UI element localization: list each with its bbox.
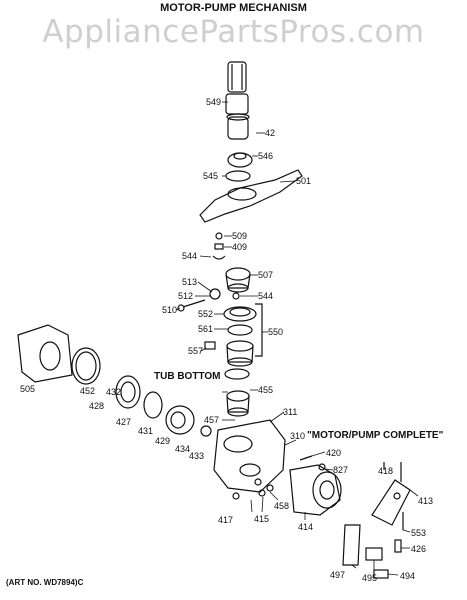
callout-455: 455 [258, 385, 274, 395]
part-546 [227, 152, 253, 168]
callout-512: 512 [178, 291, 194, 301]
art-number: (ART NO. WD7894)C [6, 578, 84, 587]
callout-510: 510 [162, 305, 178, 315]
callout-544-mid: 544 [258, 291, 274, 301]
callout-827: 827 [333, 465, 349, 475]
callout-549: 549 [206, 97, 222, 107]
part-414-motor [289, 464, 342, 516]
callout-415: 415 [254, 514, 270, 524]
callout-428: 428 [89, 401, 105, 411]
part-427 [143, 391, 163, 419]
part-455 [226, 390, 250, 417]
callout-413: 413 [418, 496, 434, 506]
callout-546: 546 [258, 151, 274, 161]
callout-433: 433 [189, 451, 205, 461]
callout-434: 434 [175, 444, 191, 454]
part-552-impeller [223, 306, 257, 322]
part-495 [365, 547, 383, 561]
part-545-ring [225, 170, 251, 182]
part-429 [165, 405, 195, 435]
callout-432: 432 [106, 387, 122, 397]
part-549-spray-tower [225, 61, 250, 140]
diagram-title: MOTOR-PUMP MECHANISM [160, 2, 307, 14]
motor-pump-complete-label: "MOTOR/PUMP COMPLETE" [307, 430, 444, 441]
callout-409: 409 [232, 242, 248, 252]
part-561 [227, 324, 253, 336]
callout-414: 414 [298, 522, 314, 532]
callout-501: 501 [296, 176, 312, 186]
callout-431: 431 [138, 426, 154, 436]
callout-427: 427 [116, 417, 132, 427]
part-507-housing [225, 267, 251, 293]
callout-544-top: 544 [182, 251, 198, 261]
tub-bottom-label: TUB BOTTOM [154, 371, 221, 382]
callout-458: 458 [274, 501, 290, 511]
callout-418: 418 [378, 466, 394, 476]
part-505 [17, 324, 73, 383]
part-550-pump-lower [226, 340, 254, 367]
tub-bottom-gasket [224, 368, 250, 380]
callout-310: 310 [290, 431, 306, 441]
callout-550: 550 [268, 327, 284, 337]
callout-42: 42 [265, 128, 276, 138]
part-497 [342, 524, 361, 566]
callout-426: 426 [411, 544, 427, 554]
callout-495: 495 [362, 573, 378, 583]
callout-429: 429 [155, 436, 171, 446]
callout-545: 545 [203, 171, 219, 181]
callout-497: 497 [330, 570, 346, 580]
callout-553: 553 [411, 528, 427, 538]
callout-452: 452 [80, 386, 96, 396]
watermark: AppliancePartsPros.com [42, 14, 425, 50]
part-428 [115, 375, 141, 409]
callout-311: 311 [283, 407, 298, 417]
callout-417: 417 [218, 515, 234, 525]
part-452-clamp [71, 347, 101, 385]
callout-457: 457 [204, 415, 220, 425]
part-434 [200, 425, 212, 437]
part-418-bracket [371, 479, 411, 526]
callout-552: 552 [198, 309, 214, 319]
part-311-pump-housing [213, 419, 286, 493]
callout-507: 507 [258, 270, 274, 280]
bracket-550 [255, 303, 263, 357]
callout-561: 561 [198, 324, 214, 334]
callout-494: 494 [400, 571, 416, 581]
callout-513: 513 [182, 277, 198, 287]
callout-557: 557 [188, 346, 204, 356]
callout-420: 420 [326, 448, 342, 458]
callout-509: 509 [232, 231, 248, 241]
part-501-spray-arm [199, 169, 303, 223]
callout-505: 505 [20, 384, 36, 394]
